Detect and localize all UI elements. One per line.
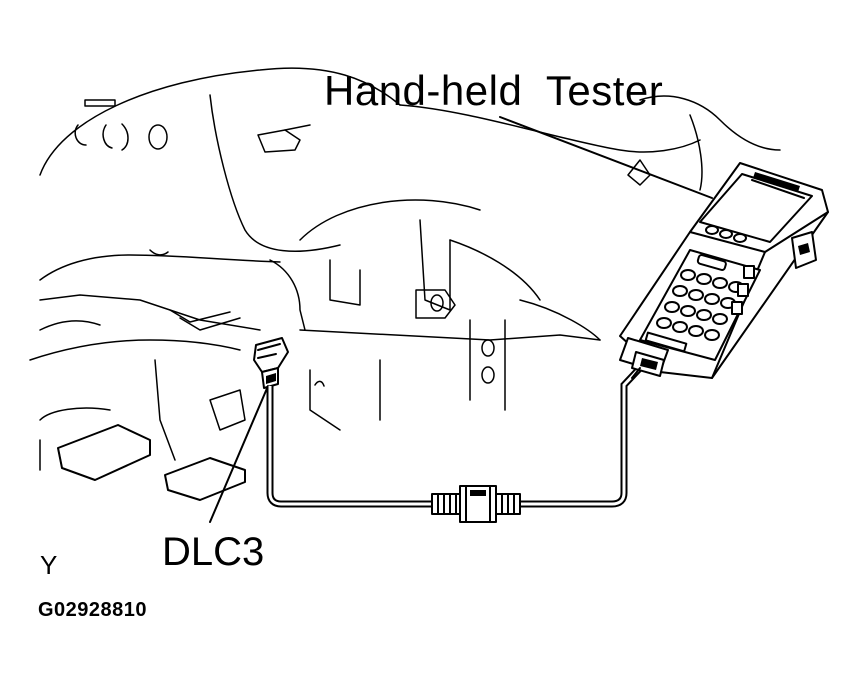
y-marker-label: Y: [40, 550, 58, 580]
hand-held-tester: [619, 162, 829, 379]
cable-adapter: [431, 485, 521, 523]
hand-held-tester-label: Hand-held Tester: [324, 67, 664, 114]
dashboard-outline: [29, 67, 781, 501]
leader-lines: [209, 116, 713, 523]
figure-code-label: G02928810: [38, 599, 148, 621]
tester-keypad: [644, 254, 755, 353]
dlc3-connector: [253, 337, 289, 389]
tester-cable: [266, 365, 643, 508]
dlc3-label: DLC3: [162, 530, 265, 574]
